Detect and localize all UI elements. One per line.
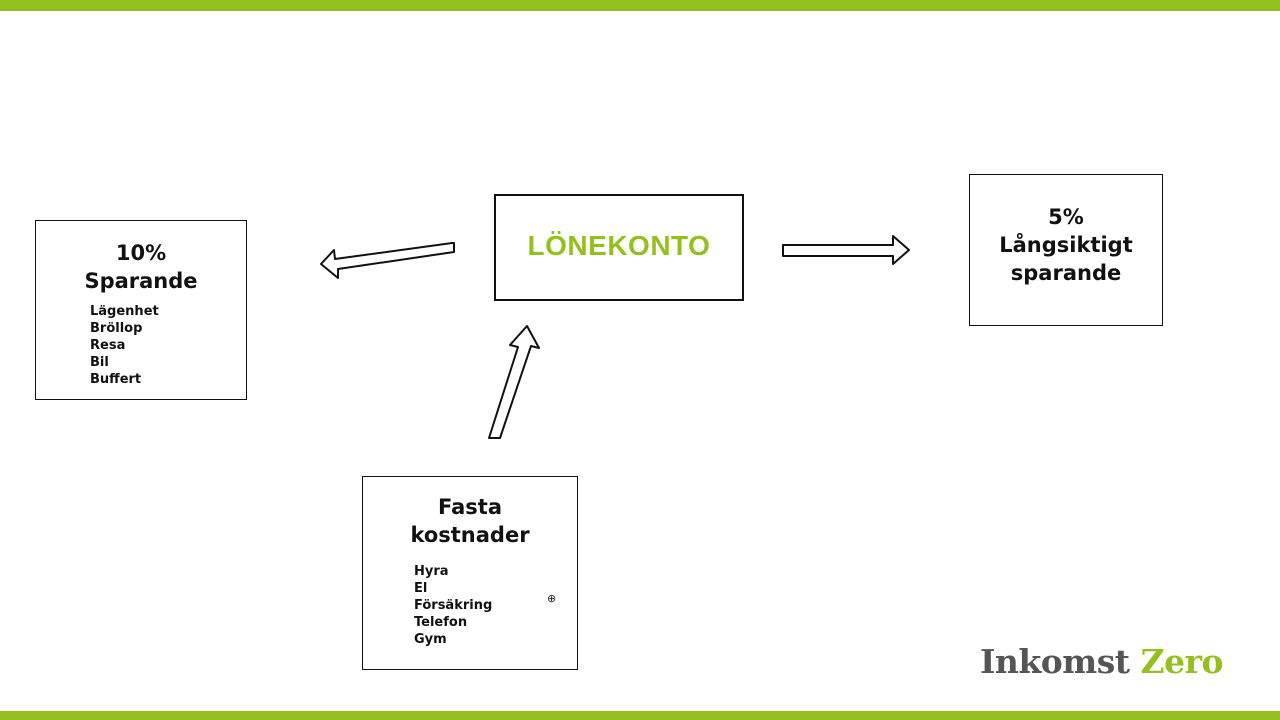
list-item: Bröllop bbox=[90, 321, 143, 336]
list-item: Hyra bbox=[414, 564, 449, 579]
sparande-percent: 10% bbox=[115, 241, 167, 265]
list-item: Försäkring bbox=[414, 598, 493, 613]
list-item: Buffert bbox=[90, 372, 142, 387]
top-accent-bar bbox=[0, 0, 1280, 11]
fasta-title: Fasta kostnader bbox=[363, 493, 577, 549]
list-item: Lägenhet bbox=[90, 304, 159, 319]
langsiktigt-percent: 5% bbox=[1048, 205, 1084, 229]
fasta-label-1: Fasta bbox=[438, 495, 502, 519]
arrow-from-fasta bbox=[488, 325, 540, 439]
sparande-list: Lägenhet Bröllop Resa Bil Buffert bbox=[90, 303, 246, 388]
langsiktigt-box: 5% Långsiktigt sparande bbox=[969, 174, 1163, 326]
list-item: El bbox=[414, 581, 428, 596]
sparande-label: Sparande bbox=[84, 269, 198, 293]
bottom-accent-bar bbox=[0, 711, 1280, 720]
arrow-to-langsiktigt bbox=[782, 235, 910, 265]
inkomst-zero-logo: Inkomst Zero bbox=[980, 642, 1224, 682]
fasta-kostnader-box: Fasta kostnader Hyra El Försäkring Telef… bbox=[362, 476, 578, 670]
list-item: Telefon bbox=[414, 615, 468, 630]
fasta-label-2: kostnader bbox=[410, 523, 530, 547]
langsiktigt-label-2: sparande bbox=[1010, 261, 1122, 285]
arrow-to-sparande bbox=[320, 242, 455, 279]
sparande-box: 10% Sparande Lägenhet Bröllop Resa Bil B… bbox=[35, 220, 247, 400]
sparande-title: 10% Sparande bbox=[36, 239, 246, 295]
lonekonto-box: LÖNEKONTO bbox=[494, 194, 744, 301]
lonekonto-title: LÖNEKONTO bbox=[527, 230, 711, 261]
logo-word-inkomst: Inkomst bbox=[980, 642, 1130, 681]
fasta-list: Hyra El Försäkring Telefon Gym bbox=[414, 563, 577, 648]
logo-word-zero: Zero bbox=[1140, 642, 1224, 681]
list-item: Bil bbox=[90, 355, 109, 370]
langsiktigt-title: 5% Långsiktigt sparande bbox=[970, 203, 1162, 287]
crosshair-cursor-icon: ⊕ bbox=[547, 592, 557, 605]
list-item: Resa bbox=[90, 338, 126, 353]
list-item: Gym bbox=[414, 632, 447, 647]
langsiktigt-label-1: Långsiktigt bbox=[999, 233, 1133, 257]
